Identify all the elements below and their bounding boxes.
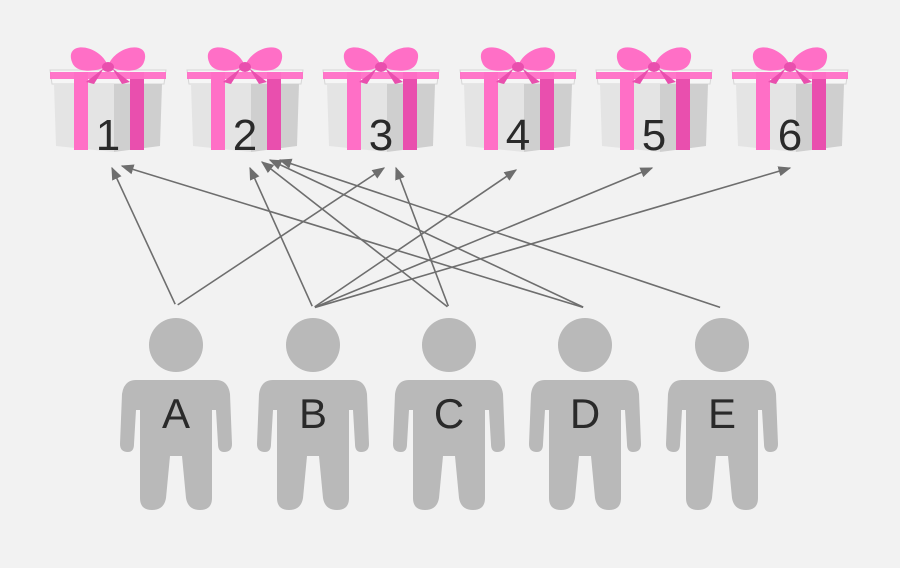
gift-ribbon-right xyxy=(812,72,826,150)
gift-label-2: 2 xyxy=(233,111,257,160)
arrow-C-to-2 xyxy=(260,161,448,308)
gift-ribbon-right xyxy=(540,72,554,150)
edges xyxy=(111,158,792,309)
gift-ribbon-right xyxy=(130,72,144,150)
gift-ribbon-left xyxy=(484,72,498,150)
gift-ribbon-lid xyxy=(732,72,848,79)
arrow-A-to-1 xyxy=(111,166,176,305)
gift-ribbon-lid xyxy=(187,72,303,79)
person-icon xyxy=(393,318,505,510)
gift-ribbon-right xyxy=(267,72,281,150)
gift-ribbon-left xyxy=(620,72,634,150)
gift-label-5: 5 xyxy=(642,111,666,160)
gift-ribbon-lid xyxy=(596,72,712,79)
arrow-B-to-2 xyxy=(249,166,313,307)
person-icon xyxy=(529,318,641,510)
gift-label-3: 3 xyxy=(369,111,393,160)
gift-label-4: 4 xyxy=(506,111,530,160)
gift-ribbon-left xyxy=(347,72,361,150)
bow-icon xyxy=(616,47,692,84)
gift-ribbon-right xyxy=(676,72,690,150)
gift-ribbon-right xyxy=(403,72,417,150)
arrow-C-to-3 xyxy=(395,166,450,307)
gift-ribbon-lid xyxy=(460,72,576,79)
person-E: E xyxy=(666,318,778,510)
arrow-B-to-5 xyxy=(314,167,654,308)
person-B: B xyxy=(257,318,369,510)
person-label-C: C xyxy=(434,390,464,437)
person-label-D: D xyxy=(570,390,600,437)
bow-icon xyxy=(752,47,828,84)
gift-label-1: 1 xyxy=(96,111,120,160)
gifts: 1 2 3 4 5 6 xyxy=(49,47,849,160)
bow-icon xyxy=(480,47,556,84)
person-C: C xyxy=(393,318,505,510)
gift-box-3: 3 xyxy=(322,47,440,160)
gift-box-2: 2 xyxy=(186,47,304,160)
gift-label-6: 6 xyxy=(778,111,802,160)
gift-box-1: 1 xyxy=(49,47,167,160)
arrow-B-to-4 xyxy=(314,169,518,308)
person-A: A xyxy=(120,318,232,510)
gift-ribbon-lid xyxy=(50,72,166,79)
gift-ribbon-left xyxy=(211,72,225,150)
arrow-D-to-2 xyxy=(268,159,584,308)
bow-icon xyxy=(70,47,146,84)
people: A B C D E xyxy=(120,318,778,510)
gift-ribbon-left xyxy=(74,72,88,150)
arrow-B-to-6 xyxy=(314,166,792,309)
person-label-E: E xyxy=(708,390,736,437)
gift-ribbon-left xyxy=(756,72,770,150)
person-label-B: B xyxy=(299,390,327,437)
gift-ribbon-lid xyxy=(323,72,439,79)
arrow-D-to-1 xyxy=(120,164,584,309)
person-label-A: A xyxy=(162,390,190,437)
person-D: D xyxy=(529,318,641,510)
person-icon xyxy=(666,318,778,510)
gift-box-5: 5 xyxy=(595,47,713,160)
gift-box-4: 4 xyxy=(459,47,577,160)
gift-box-6: 6 xyxy=(731,47,849,160)
person-icon xyxy=(257,318,369,510)
bow-icon xyxy=(207,47,283,84)
person-icon xyxy=(120,318,232,510)
bow-icon xyxy=(343,47,419,84)
arrow-E-to-2 xyxy=(278,158,721,309)
